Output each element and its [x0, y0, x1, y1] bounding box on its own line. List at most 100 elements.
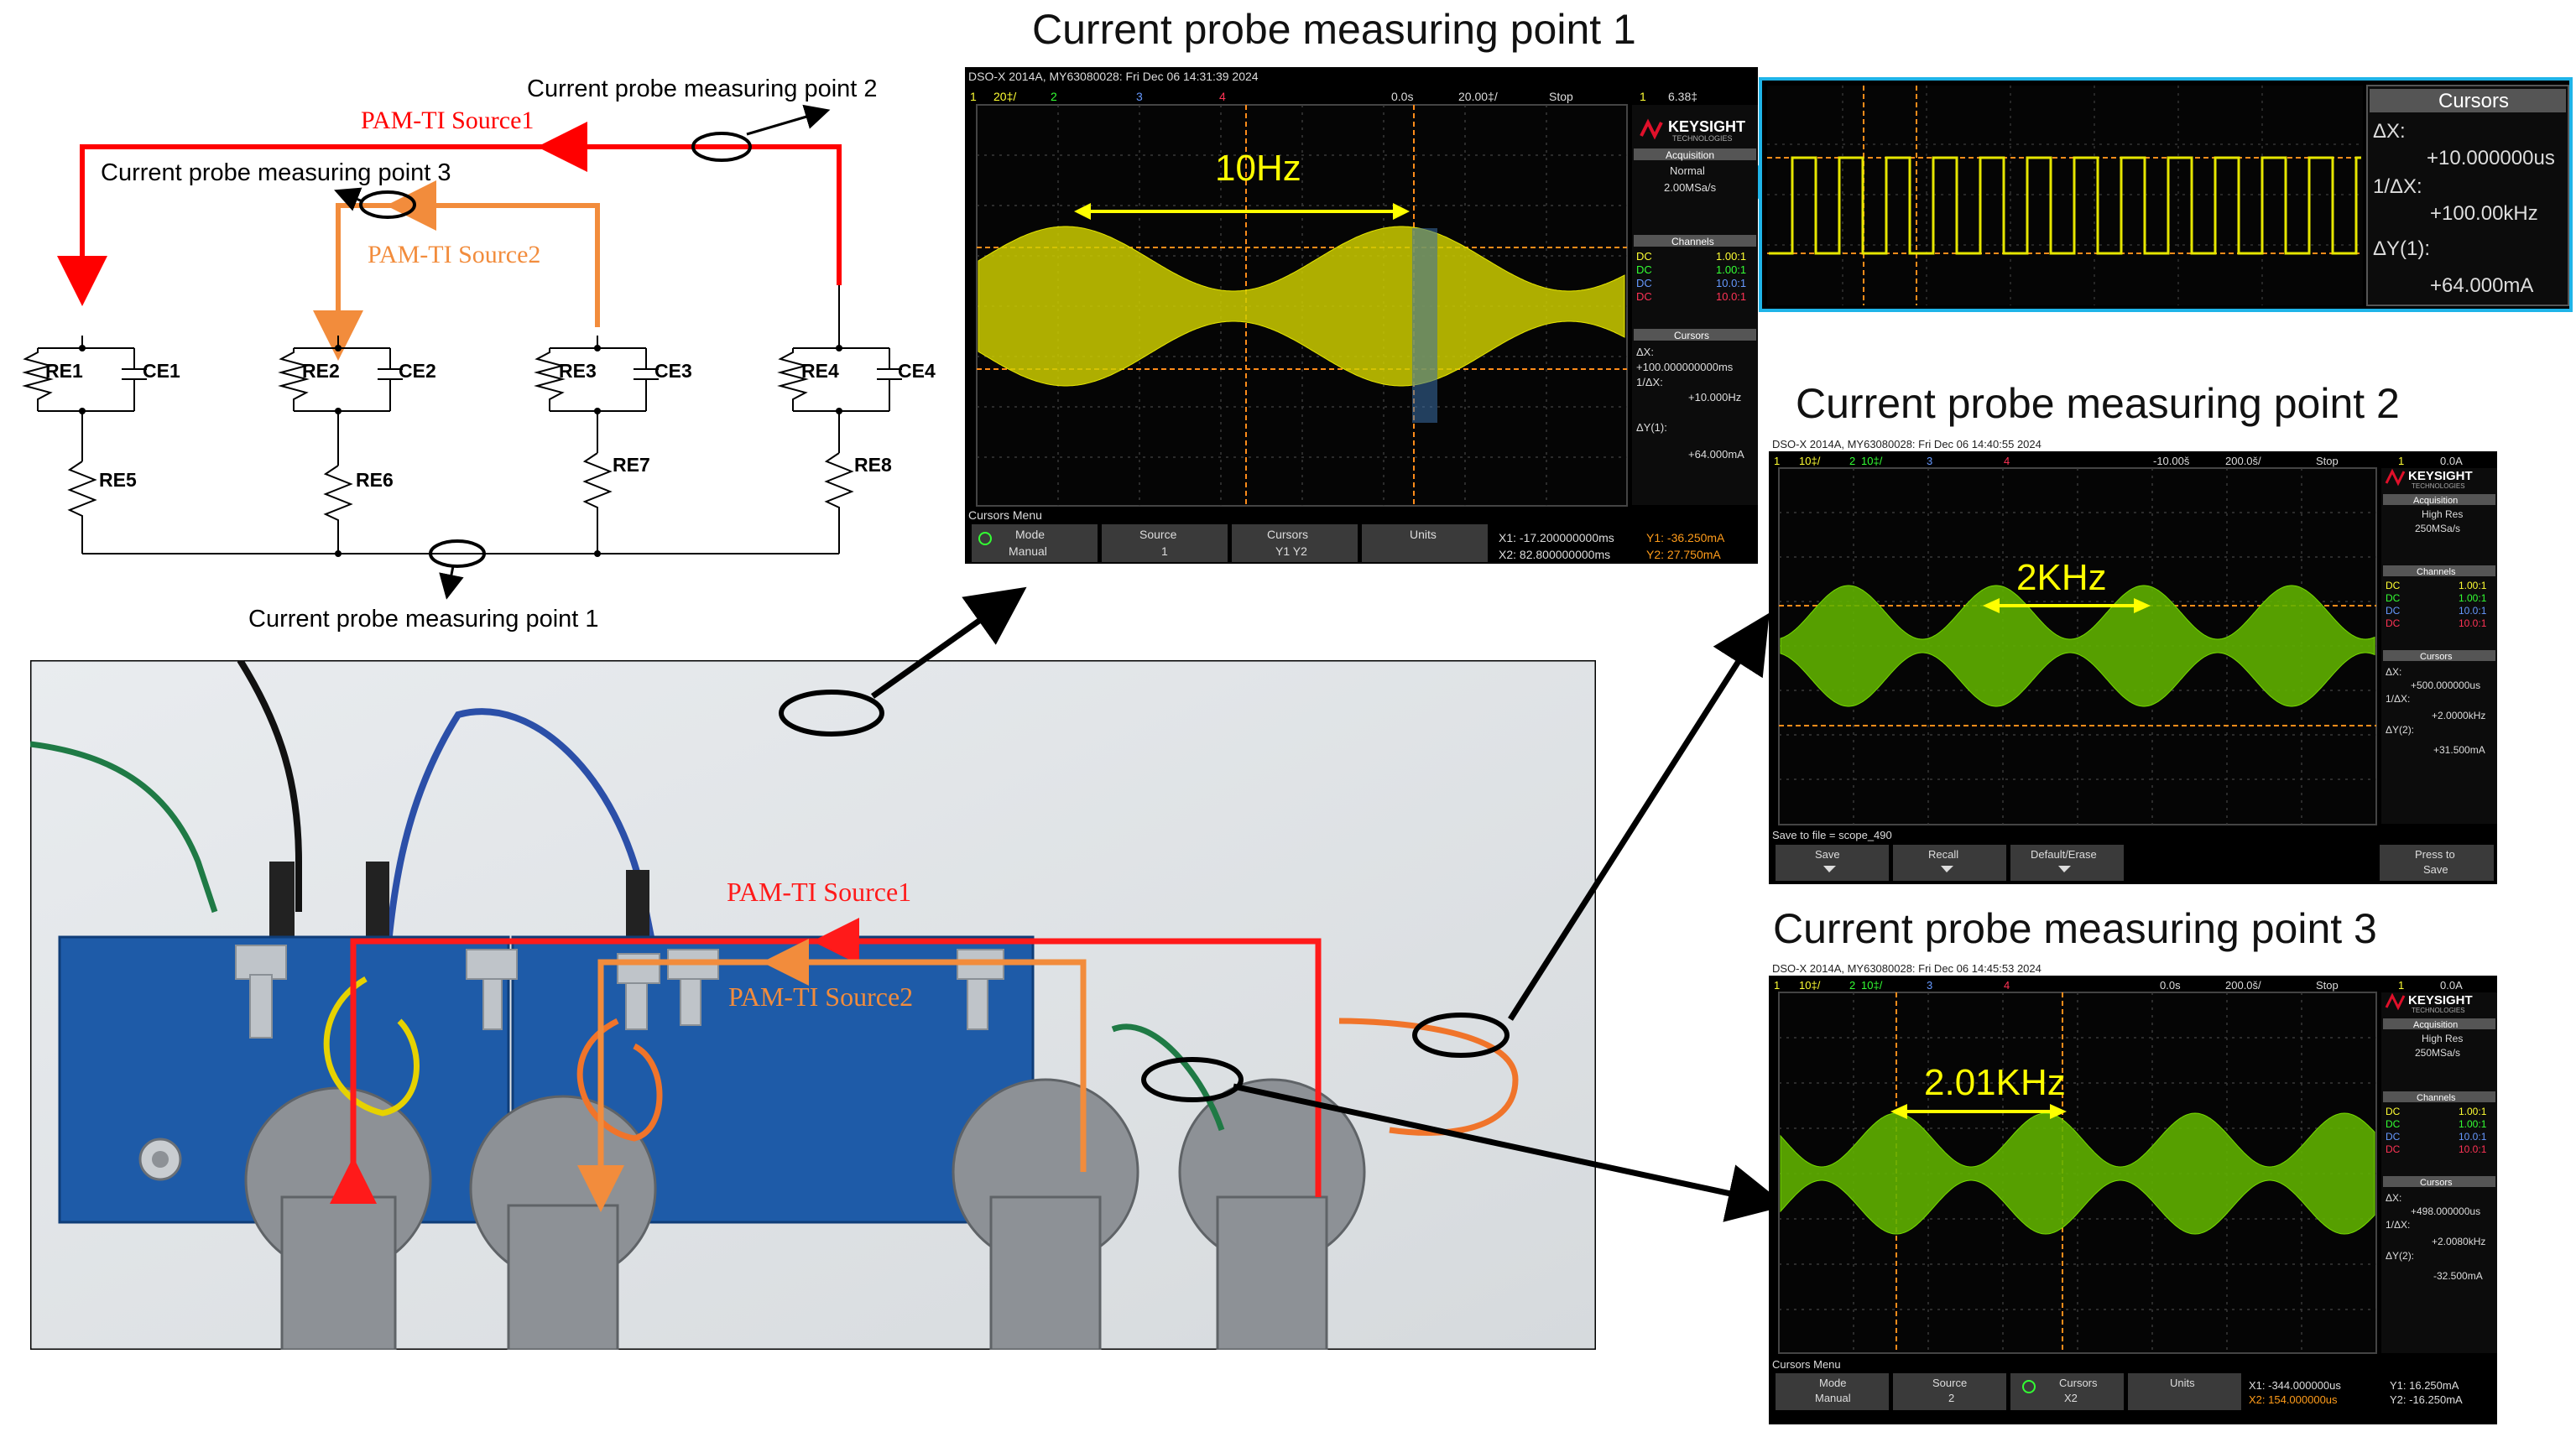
svg-text:0.0s: 0.0s [2160, 979, 2181, 992]
scope2-annotation: 2KHz [2016, 557, 2107, 598]
svg-text:1/ΔX:: 1/ΔX: [2386, 693, 2410, 705]
ce1-label: CE1 [143, 360, 180, 382]
svg-text:TECHNOLOGIES: TECHNOLOGIES [2412, 1007, 2465, 1014]
scope3-annotation: 2.01KHz [1924, 1062, 2066, 1103]
svg-text:1: 1 [2398, 979, 2404, 992]
svg-text:KEYSIGHT: KEYSIGHT [2408, 993, 2473, 1007]
probe-point-1-marker [429, 539, 486, 568]
svg-text:1: 1 [2398, 455, 2404, 467]
svg-text:ΔY(2):: ΔY(2): [2386, 1250, 2414, 1262]
svg-text:Stop: Stop [2316, 979, 2339, 992]
svg-text:Y1: 16.250mA: Y1: 16.250mA [2390, 1379, 2459, 1392]
svg-text:Save: Save [1815, 848, 1840, 861]
svg-text:1.00:1: 1.00:1 [1716, 250, 1746, 263]
svg-text:20.00‡/: 20.00‡/ [1458, 90, 1498, 103]
svg-text:+64.000mA: +64.000mA [2430, 274, 2533, 297]
svg-text:+2.0000kHz: +2.0000kHz [2432, 710, 2485, 721]
scope1-xy-readout: X1: -17.200000000ms X2: 82.800000000ms Y… [1499, 531, 1725, 561]
svg-text:+10.000000us: +10.000000us [2427, 147, 2555, 169]
svg-text:High Res: High Res [2422, 508, 2463, 520]
scope1-title: Current probe measuring point 1 [1032, 6, 1636, 53]
svg-text:Acquisition: Acquisition [2413, 496, 2458, 506]
svg-text:DC: DC [2386, 1131, 2401, 1143]
scope3-waveform [1780, 1112, 2375, 1235]
scope1-zoom-region [1412, 228, 1437, 423]
svg-text:1/ΔX:: 1/ΔX: [2386, 1219, 2410, 1231]
svg-text:DC: DC [2386, 1106, 2401, 1117]
keysight-logo-icon [1640, 118, 1663, 140]
svg-text:Stop: Stop [2316, 455, 2339, 467]
re7-label: RE7 [613, 454, 650, 476]
svg-text:DC: DC [2386, 617, 2401, 629]
svg-text:1.00:1: 1.00:1 [2459, 1118, 2487, 1130]
svg-text:Manual: Manual [1009, 544, 1047, 558]
svg-text:Cursors: Cursors [2420, 1178, 2453, 1188]
svg-text:DC: DC [2386, 1143, 2401, 1155]
svg-text:DC: DC [1636, 290, 1652, 303]
svg-text:+498.000000us: +498.000000us [2411, 1205, 2480, 1217]
svg-text:-10.00š: -10.00š [2153, 455, 2190, 467]
scope3-screen: DSO-X 2014A, MY63080028: Fri Dec 06 14:4… [1769, 961, 2497, 1424]
svg-text:ΔX:: ΔX: [1636, 346, 1654, 358]
circuit-source2-label: PAM-TI Source2 [368, 241, 540, 268]
svg-text:2: 2 [1948, 1392, 1954, 1404]
svg-text:0.0A: 0.0A [2440, 979, 2463, 992]
svg-text:DC: DC [1636, 250, 1652, 263]
re3-label: RE3 [559, 360, 597, 382]
svg-text:DC: DC [1636, 277, 1652, 289]
svg-text:Cursors Menu: Cursors Menu [1772, 1358, 1841, 1371]
svg-text:Y2: 27.750mA: Y2: 27.750mA [1646, 548, 1721, 561]
photo-probe-2-marker [1412, 1013, 1510, 1058]
svg-text:Source: Source [1932, 1377, 1967, 1389]
svg-text:250MSa/s: 250MSa/s [2415, 1047, 2460, 1059]
svg-text:Normal: Normal [1670, 164, 1705, 177]
svg-text:2.00MSa/s: 2.00MSa/s [1664, 181, 1717, 194]
svg-text:10‡/: 10‡/ [1799, 455, 1821, 467]
svg-text:+10.000Hz: +10.000Hz [1688, 391, 1741, 404]
svg-text:Cursors: Cursors [1267, 528, 1308, 541]
svg-text:Manual: Manual [1815, 1392, 1851, 1404]
svg-text:Press to: Press to [2415, 848, 2455, 861]
svg-text:10.0:1: 10.0:1 [2459, 617, 2487, 629]
svg-text:1.00:1: 1.00:1 [2459, 592, 2487, 604]
svg-text:4: 4 [2004, 979, 2010, 992]
svg-text:3: 3 [1927, 455, 1932, 467]
svg-text:ΔY(2):: ΔY(2): [2386, 724, 2414, 736]
svg-text:1/ΔX:: 1/ΔX: [2373, 175, 2422, 198]
svg-text:-32.500mA: -32.500mA [2433, 1270, 2483, 1282]
svg-text:10‡/: 10‡/ [1861, 979, 1883, 992]
svg-text:ΔX:: ΔX: [2386, 666, 2401, 678]
svg-text:6.38‡: 6.38‡ [1668, 90, 1697, 103]
keysight-logo-icon [2385, 468, 2406, 487]
svg-text:10‡/: 10‡/ [1861, 455, 1883, 467]
svg-text:Mode: Mode [1015, 528, 1045, 541]
svg-text:3: 3 [1927, 979, 1932, 992]
keysight-logo-icon [2385, 992, 2406, 1011]
svg-text:1: 1 [1161, 544, 1168, 558]
scope2-screen: DSO-X 2014A, MY63080028: Fri Dec 06 14:4… [1769, 436, 2497, 884]
svg-text:10.0:1: 10.0:1 [2459, 1131, 2487, 1143]
branch-1 [22, 347, 147, 554]
svg-text:X2: 82.800000000ms: X2: 82.800000000ms [1499, 548, 1610, 561]
svg-text:2: 2 [1849, 979, 1855, 992]
svg-text:Default/Erase: Default/Erase [2031, 848, 2097, 861]
svg-text:20‡/: 20‡/ [993, 90, 1016, 103]
svg-text:0.0A: 0.0A [2440, 455, 2463, 467]
svg-text:ΔX:: ΔX: [2386, 1192, 2401, 1204]
svg-text:1.00:1: 1.00:1 [2459, 1106, 2487, 1117]
svg-text:TECHNOLOGIES: TECHNOLOGIES [1672, 134, 1733, 143]
svg-text:Y2: -16.250mA: Y2: -16.250mA [2390, 1393, 2463, 1406]
svg-text:Units: Units [2170, 1377, 2195, 1389]
scope3-title: Current probe measuring point 3 [1773, 905, 2377, 952]
ce4-label: CE4 [898, 360, 936, 382]
re4-label: RE4 [801, 360, 839, 382]
scope2-save-line: Save to file = scope_490 [1772, 829, 1892, 841]
scope3-topbar: 1 10‡/ 2 10‡/ 3 4 0.0s 200.0š/ Stop 1 0.… [1774, 979, 2463, 992]
svg-text:1.00:1: 1.00:1 [1716, 263, 1746, 276]
svg-text:DC: DC [2386, 592, 2401, 604]
svg-text:Y1 Y2: Y1 Y2 [1275, 544, 1307, 558]
svg-text:X1: -344.000000us: X1: -344.000000us [2249, 1379, 2341, 1392]
source1-current-path [57, 144, 842, 306]
svg-text:+31.500mA: +31.500mA [2433, 744, 2485, 756]
